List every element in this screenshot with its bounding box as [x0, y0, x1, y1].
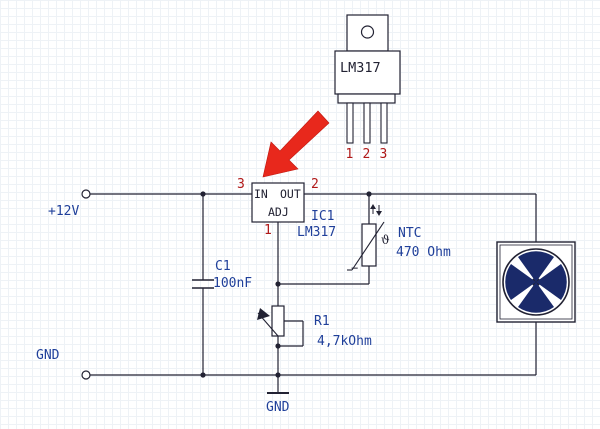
supply-ground-label: GND	[36, 348, 60, 363]
capacitor-c1	[192, 279, 214, 289]
ground-symbol-label: GND	[266, 400, 290, 415]
junction-c1-bottom	[200, 372, 206, 378]
terminal-positive	[81, 189, 91, 199]
regulator-ic1	[251, 182, 305, 223]
package-lead-2	[363, 102, 371, 144]
regulator-part: LM317	[297, 225, 336, 240]
capacitor-value: 100nF	[213, 276, 252, 291]
pointer-arrow-icon	[262, 110, 330, 178]
ntc-thermistor	[347, 204, 385, 271]
ntc-minus-sign: −	[351, 261, 358, 275]
lm317-package	[334, 14, 401, 144]
package-pin-3: 3	[380, 147, 388, 162]
package-pin-1: 1	[346, 147, 354, 162]
potentiometer-r1	[257, 305, 285, 337]
regulator-label-in: IN	[254, 187, 268, 201]
potentiometer-ref: R1	[314, 314, 330, 329]
theta-symbol: ϑ	[381, 233, 390, 247]
regulator-pin-in-number: 3	[237, 177, 245, 192]
junctions	[200, 191, 372, 378]
package-leads	[346, 102, 388, 144]
terminal-ground	[81, 370, 91, 380]
fan-icon	[496, 241, 576, 323]
regulator-label-out: OUT	[280, 187, 301, 201]
regulator-label-adj: ADJ	[268, 205, 289, 219]
junction-adj	[275, 281, 281, 287]
package-part-label: LM317	[340, 60, 381, 76]
package-lead-3	[380, 102, 388, 144]
potentiometer-value: 4,7kOhm	[317, 334, 372, 349]
ntc-ref: NTC	[398, 226, 421, 241]
regulator-ref: IC1	[311, 209, 334, 224]
junction-c1-top	[200, 191, 206, 197]
supply-positive-label: +12V	[48, 204, 79, 219]
package-base	[337, 93, 396, 104]
package-pin-2: 2	[363, 147, 371, 162]
mounting-hole	[360, 25, 375, 39]
package-lead-1	[346, 102, 354, 144]
junction-ground	[275, 372, 281, 378]
wiper-arrow-icon	[257, 308, 270, 320]
temperature-arrows-icon	[370, 204, 382, 216]
regulator-pin-out-number: 2	[311, 177, 319, 192]
junction-ntc-top	[366, 191, 372, 197]
ntc-value: 470 Ohm	[396, 245, 451, 260]
regulator-pin-adj-number: 1	[264, 223, 272, 238]
capacitor-ref: C1	[215, 259, 231, 274]
junction-wiper	[275, 343, 281, 349]
